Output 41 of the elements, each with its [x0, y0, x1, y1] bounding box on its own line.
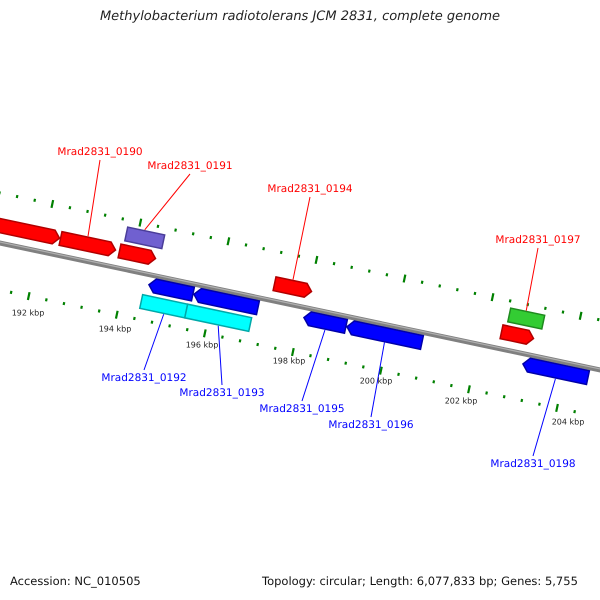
gene-bar — [138, 294, 189, 319]
gene-feature — [192, 288, 260, 316]
gene-label: Mrad2831_0195 — [259, 403, 345, 415]
leader-line — [88, 160, 100, 237]
leader-line — [526, 248, 538, 312]
gene-label: Mrad2831_0194 — [267, 183, 353, 195]
footer-text: Accession: NC_010505 — [10, 574, 141, 588]
gene-feature — [522, 357, 590, 386]
gene-feature — [302, 311, 348, 334]
gene-feature — [346, 320, 424, 350]
diagram-title: Methylobacterium radiotolerans JCM 2831, complete genome — [98, 9, 502, 24]
gene-feature — [0, 216, 60, 245]
gene-label: Mrad2831_0191 — [147, 160, 233, 172]
gene-label: Mrad2831_0193 — [179, 387, 265, 399]
gene-label: Mrad2831_0190 — [57, 146, 143, 158]
gene-label: Mrad2831_0197 — [495, 234, 581, 246]
scale-label: 200 kbp — [360, 376, 392, 386]
gene-bar — [506, 307, 546, 330]
gene-label: Mrad2831_0192 — [101, 372, 187, 384]
leader-line — [370, 342, 385, 418]
footer-text: Topology: circular; Length: 6,077,833 bp; Genes: 5,755 — [262, 574, 578, 588]
leader-line — [532, 378, 556, 456]
leader-line — [144, 314, 164, 370]
scale-label: 194 kbp — [98, 324, 132, 334]
scale-label: 202 kbp — [444, 396, 478, 406]
leader-line — [218, 325, 222, 386]
gene-feature — [148, 278, 196, 302]
gene-feature — [499, 324, 534, 345]
scale-label: 204 kbp — [552, 418, 584, 426]
gene-label: Mrad2831_0196 — [328, 419, 414, 431]
leader-line — [302, 330, 326, 402]
gene-label: Mrad2831_0198 — [490, 458, 576, 470]
gene-bar — [124, 226, 166, 250]
leader-line — [292, 196, 310, 280]
gene-feature — [117, 243, 156, 265]
scale-label: 198 kbp — [272, 356, 306, 366]
gene-bar — [184, 303, 253, 332]
gene-feature — [272, 276, 312, 298]
gene-feature — [58, 230, 116, 256]
scale-label: 196 kbp — [186, 340, 218, 350]
scale-label: 192 kbp — [12, 308, 44, 318]
